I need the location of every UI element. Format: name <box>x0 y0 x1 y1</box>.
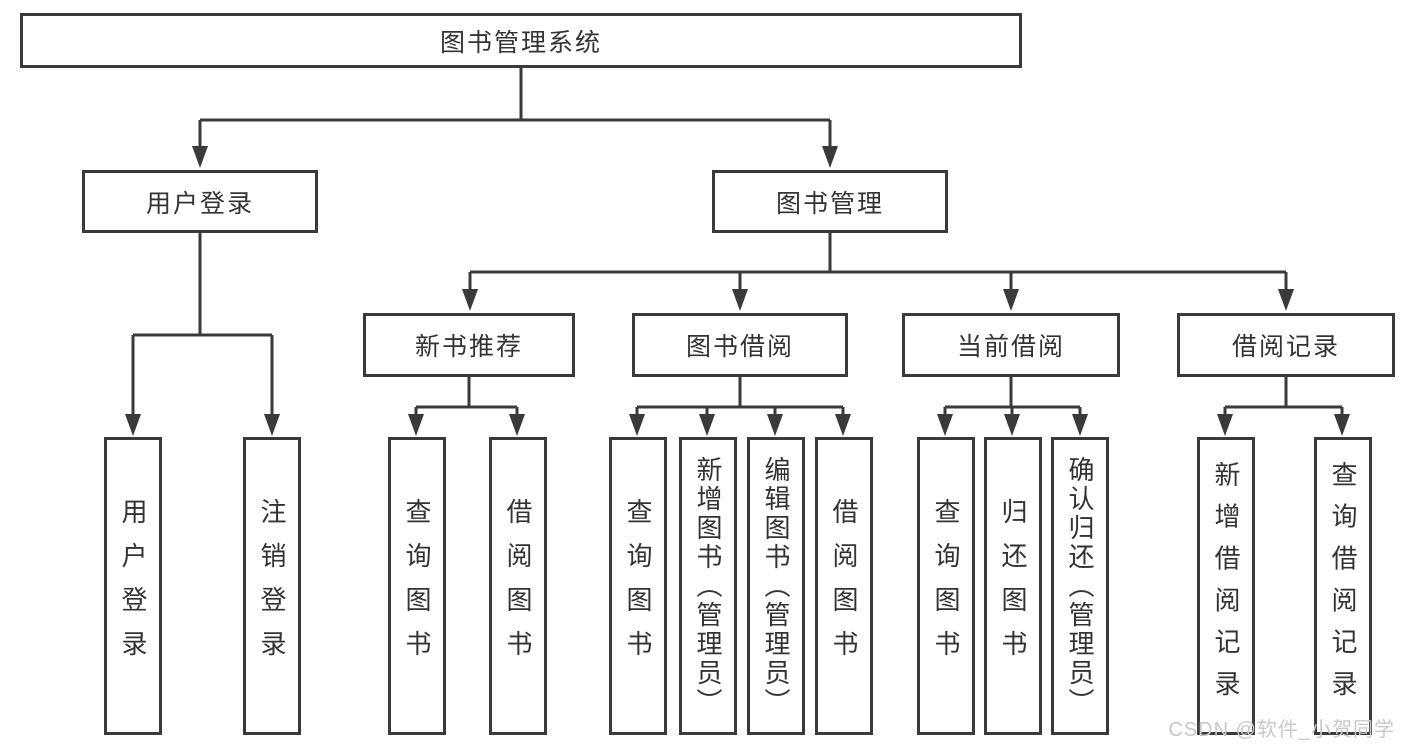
leaf-br-add-record-label: 新增借阅记录 <box>1211 460 1241 712</box>
leaf-br-query-record-label: 查询借阅记录 <box>1328 460 1358 712</box>
arrowhead <box>767 414 783 436</box>
arrowhead <box>629 414 645 436</box>
node-borrowing-records: 借阅记录 <box>1177 313 1395 377</box>
leaf-bb-add-books-admin-label: 新增图书（管理员） <box>693 455 723 717</box>
connector-root-to-level2 <box>198 68 832 150</box>
leaf-logout: 注销登录 <box>243 437 301 735</box>
leaf-br-query-record: 查询借阅记录 <box>1314 437 1372 735</box>
arrowhead <box>937 414 953 436</box>
node-current-borrowing-label: 当前借阅 <box>956 333 1065 361</box>
leaf-user-login-label: 用户登录 <box>118 498 148 674</box>
leaf-cb-query-books: 查询图书 <box>917 437 975 735</box>
leaf-bb-borrow-books-label: 借阅图书 <box>829 498 859 674</box>
leaf-cb-query-books-label: 查询图书 <box>931 498 961 674</box>
connector-book-mgmt-to-level3 <box>468 233 1288 292</box>
leaf-bb-query-books-label: 查询图书 <box>623 498 653 674</box>
leaf-cb-confirm-return-admin-label: 确认归还（管理员） <box>1065 455 1095 717</box>
arrowhead <box>1003 289 1019 311</box>
node-book-management: 图书管理 <box>712 170 948 233</box>
arrowhead <box>1004 414 1020 436</box>
leaf-bb-borrow-books: 借阅图书 <box>815 437 873 735</box>
arrowhead <box>264 414 280 436</box>
arrowhead <box>1278 289 1294 311</box>
arrowhead <box>1334 414 1350 436</box>
arrowhead <box>125 414 141 436</box>
node-current-borrowing: 当前借阅 <box>902 313 1120 377</box>
leaf-user-login: 用户登录 <box>104 437 162 735</box>
csdn-watermark: CSDN @软件_小贺同学 <box>1168 719 1395 741</box>
arrowhead <box>1072 414 1088 436</box>
arrowhead <box>462 289 478 311</box>
node-book-borrowing: 图书借阅 <box>632 313 848 377</box>
leaf-bb-query-books: 查询图书 <box>609 437 667 735</box>
node-root: 图书管理系统 <box>20 13 1022 68</box>
connector-user-login-to-leaves <box>131 233 274 417</box>
leaf-cb-return-books-label: 归还图书 <box>998 498 1028 674</box>
leaf-cb-confirm-return-admin: 确认归还（管理员） <box>1051 437 1109 735</box>
leaf-nbr-borrow-books: 借阅图书 <box>489 437 547 735</box>
arrowhead <box>699 414 715 436</box>
arrowhead <box>192 146 208 168</box>
node-book-management-label: 图书管理 <box>775 189 884 218</box>
leaf-logout-label: 注销登录 <box>257 498 287 674</box>
arrowhead <box>835 414 851 436</box>
node-new-book-recommend-label: 新书推荐 <box>414 333 523 361</box>
node-borrowing-records-label: 借阅记录 <box>1231 333 1340 361</box>
node-book-borrowing-label: 图书借阅 <box>685 333 794 361</box>
leaf-bb-edit-books-admin-label: 编辑图书（管理员） <box>761 455 791 717</box>
arrowhead <box>1217 414 1233 436</box>
arrowhead <box>509 414 525 436</box>
leaf-nbr-borrow-books-label: 借阅图书 <box>503 498 533 674</box>
arrowhead <box>822 146 838 168</box>
leaf-br-add-record: 新增借阅记录 <box>1197 437 1255 735</box>
leaf-bb-add-books-admin: 新增图书（管理员） <box>679 437 737 735</box>
arrowhead <box>732 289 748 311</box>
node-new-book-recommend: 新书推荐 <box>363 313 575 377</box>
leaf-cb-return-books: 归还图书 <box>984 437 1042 735</box>
arrowhead <box>408 414 424 436</box>
connector-level3-to-leaves <box>414 377 1344 417</box>
leaf-nbr-query-books: 查询图书 <box>388 437 446 735</box>
node-root-label: 图书管理系统 <box>439 28 602 57</box>
leaf-nbr-query-books-label: 查询图书 <box>402 498 432 674</box>
node-user-login: 用户登录 <box>82 170 318 233</box>
leaf-bb-edit-books-admin: 编辑图书（管理员） <box>747 437 805 735</box>
node-user-login-label: 用户登录 <box>145 189 254 218</box>
